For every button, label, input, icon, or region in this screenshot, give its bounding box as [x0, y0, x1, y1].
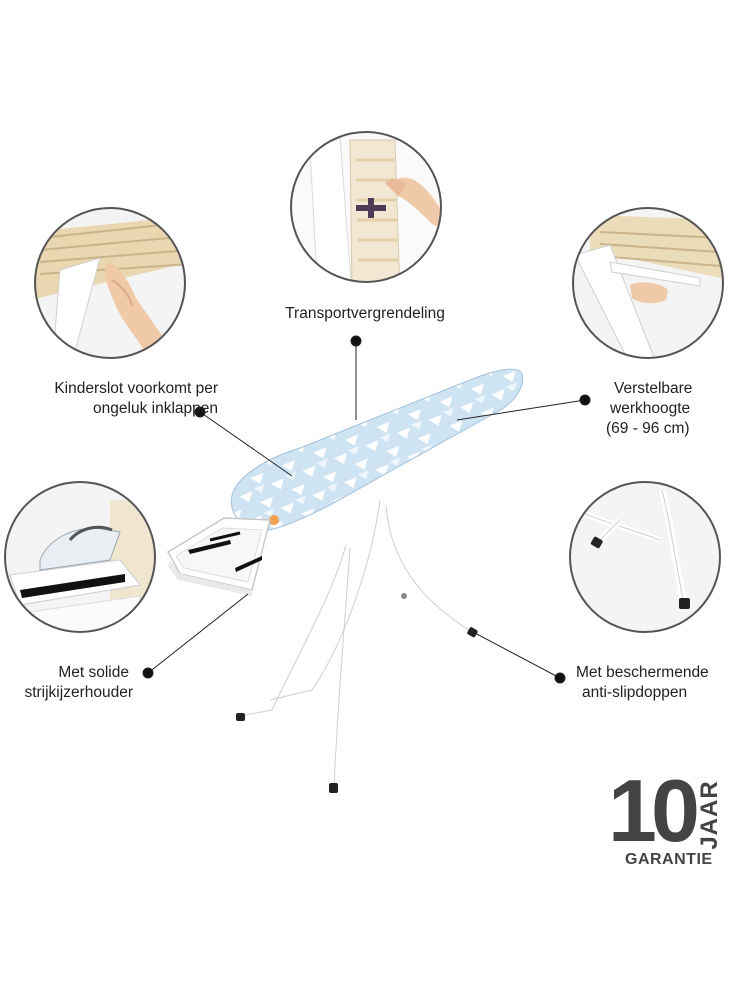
warranty-unit-box: JAAR: [696, 779, 724, 851]
feet-photo: [569, 481, 721, 633]
label-adjustable-height-line-1: Verstelbare: [614, 380, 693, 397]
label-adjustable-height-line-3: (69 - 96 cm): [606, 420, 690, 437]
warranty-badge: 10 JAAR GARANTIE: [608, 767, 726, 871]
label-child-lock-line-2: ongeluk inklappen: [93, 400, 218, 417]
child-lock-photo: [34, 207, 186, 359]
label-adjustable-height: Verstelbare werkhoogte (69 - 96 cm): [606, 379, 726, 439]
label-iron-holder-line-1: Met solide: [58, 664, 129, 681]
leader-lines: [142, 335, 591, 684]
warranty-unit: JAAR: [696, 780, 723, 850]
label-iron-holder-line-2: strijkijzerhouder: [24, 684, 133, 701]
label-iron-holder: Met solide strijkijzerhouder: [0, 663, 133, 703]
label-transport-lock: Transportvergrendeling: [270, 304, 460, 324]
transport-lock-photo: [290, 131, 442, 283]
label-anti-slip-feet-line-1: Met beschermende: [576, 664, 709, 681]
label-adjustable-height-line-2: werkhoogte: [610, 400, 691, 417]
ironing-board: [166, 368, 523, 793]
label-transport-lock-text: Transportvergrendeling: [285, 305, 445, 322]
iron-holder-photo: [4, 481, 156, 633]
label-child-lock: Kinderslot voorkomt per ongeluk inklappe…: [0, 379, 218, 419]
label-anti-slip-feet: Met beschermende anti-slipdoppen: [576, 663, 726, 703]
height-adjust-photo: [572, 207, 724, 359]
warranty-years: 10: [608, 761, 700, 860]
warranty-caption: GARANTIE: [625, 851, 713, 868]
label-anti-slip-feet-line-2: anti-slipdoppen: [582, 684, 688, 701]
label-child-lock-line-1: Kinderslot voorkomt per: [54, 380, 218, 397]
